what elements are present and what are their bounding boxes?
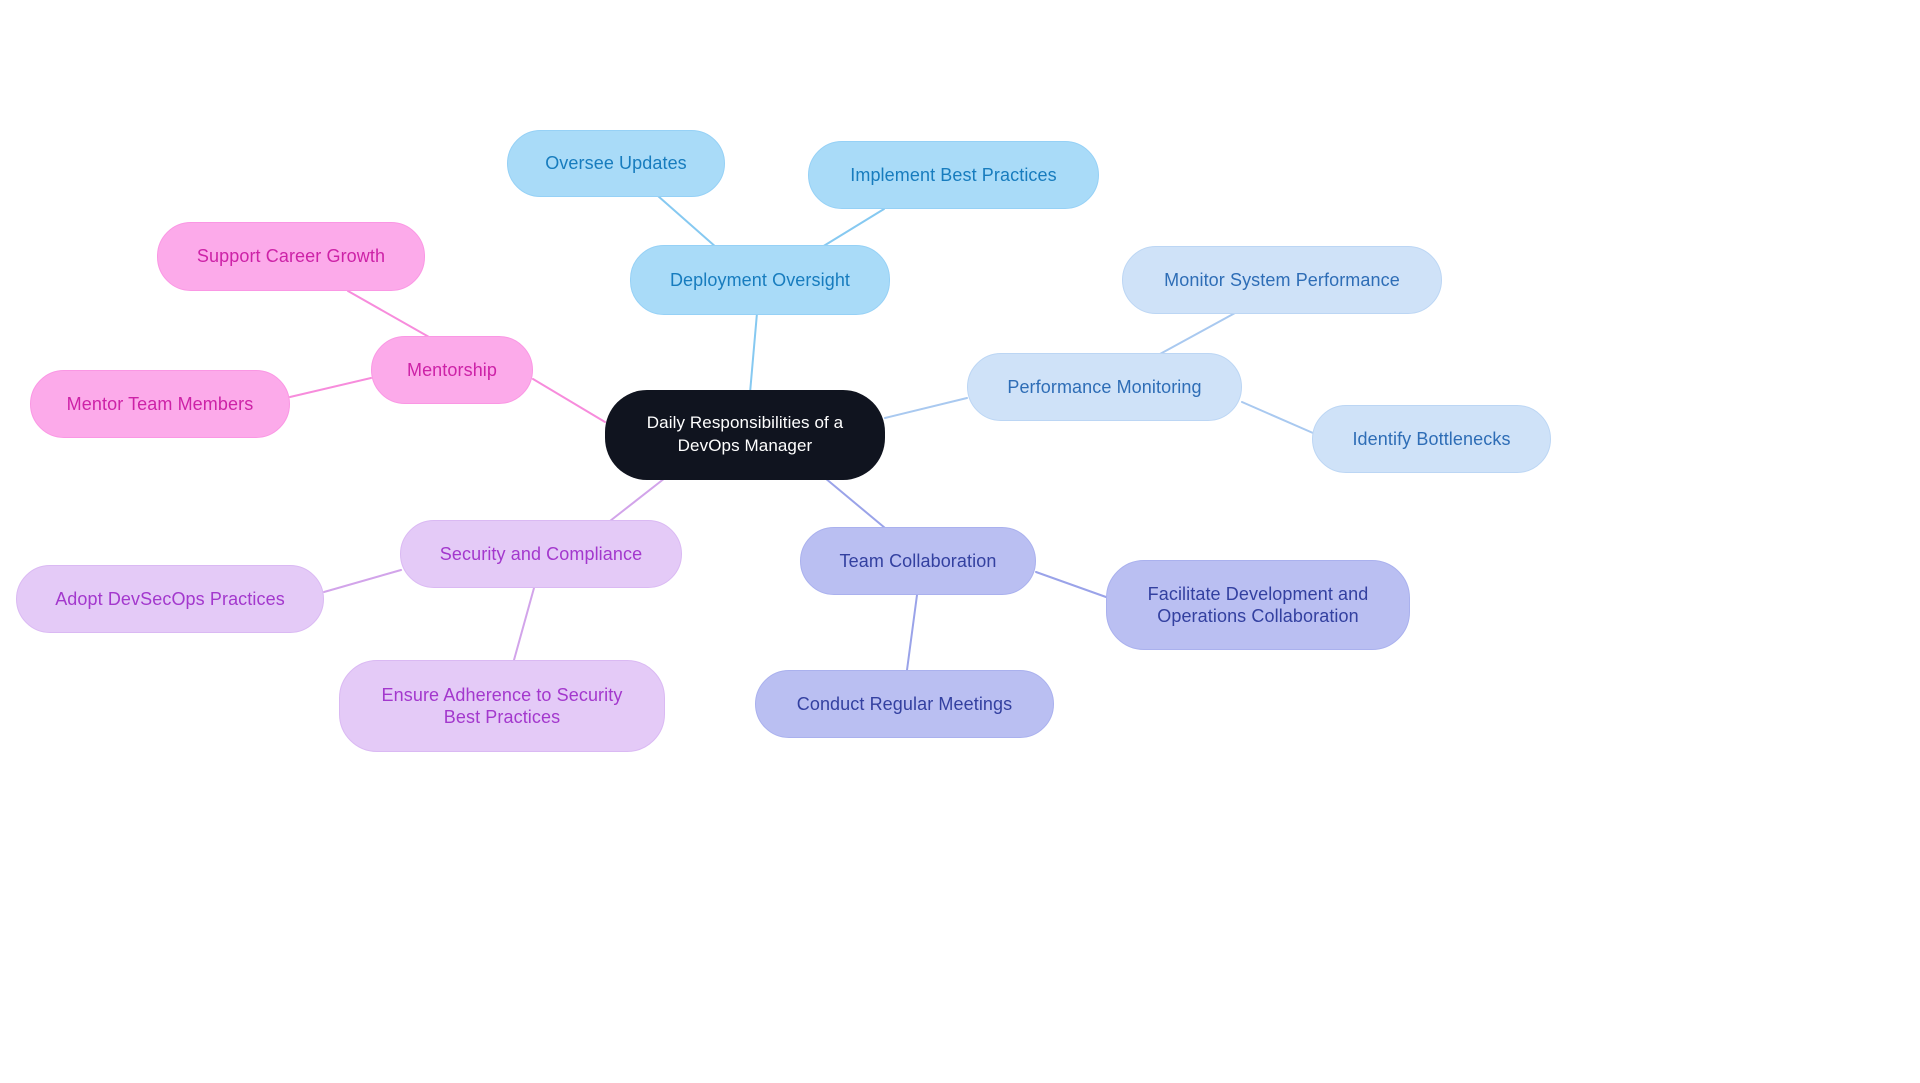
node-team-collaboration[interactable]: Team Collaboration xyxy=(800,527,1036,595)
node-mentor-team-members[interactable]: Mentor Team Members xyxy=(30,370,290,438)
node-label: Oversee Updates xyxy=(545,153,687,174)
edge-center-mentorship xyxy=(532,378,606,423)
edge-center-security-compliance xyxy=(609,477,666,522)
node-deployment-oversight[interactable]: Deployment Oversight xyxy=(630,245,890,315)
node-label: Support Career Growth xyxy=(196,246,386,267)
node-label: Performance Monitoring xyxy=(1007,376,1202,397)
node-adopt-devsecops-practices[interactable]: Adopt DevSecOps Practices xyxy=(16,565,324,633)
node-central-label: Daily Responsibilities of a DevOps Manag… xyxy=(646,413,844,455)
edge-mentorship-support-career xyxy=(347,290,430,338)
node-label: Adopt DevSecOps Practices xyxy=(55,588,285,609)
node-security-and-compliance[interactable]: Security and Compliance xyxy=(400,520,682,588)
node-label: Identify Bottlenecks xyxy=(1352,428,1511,449)
node-monitor-system-performance[interactable]: Monitor System Performance xyxy=(1122,246,1442,314)
edge-performance-identify-bottlenecks xyxy=(1241,401,1314,434)
node-label: Mentorship xyxy=(406,359,498,380)
node-label: Implement Best Practices xyxy=(850,164,1057,185)
edge-security-adopt-devsecops xyxy=(323,569,402,593)
edge-deployment-implement-best xyxy=(821,208,885,248)
edge-center-performance-monitoring xyxy=(884,397,968,419)
node-mentorship[interactable]: Mentorship xyxy=(371,336,533,404)
node-label: Ensure Adherence to Security Best Practi… xyxy=(381,684,623,728)
edge-team-facilitate-collaboration xyxy=(1035,571,1107,598)
edge-performance-monitor-system xyxy=(1159,312,1236,355)
edge-mentorship-mentor-members xyxy=(289,377,372,398)
node-label: Mentor Team Members xyxy=(66,393,254,414)
node-label: Facilitate Development and Operations Co… xyxy=(1147,583,1369,627)
node-identify-bottlenecks[interactable]: Identify Bottlenecks xyxy=(1312,405,1551,473)
node-label: Monitor System Performance xyxy=(1164,269,1400,290)
edge-team-conduct-meetings xyxy=(906,594,918,671)
edge-deployment-oversee-updates xyxy=(657,195,718,249)
node-central[interactable]: Daily Responsibilities of a DevOps Manag… xyxy=(605,390,885,480)
node-label: Security and Compliance xyxy=(439,543,643,564)
node-support-career-growth[interactable]: Support Career Growth xyxy=(157,222,425,291)
node-performance-monitoring[interactable]: Performance Monitoring xyxy=(967,353,1242,421)
edge-center-deployment-oversight xyxy=(749,312,758,394)
node-label: Conduct Regular Meetings xyxy=(796,693,1013,714)
node-implement-best-practices[interactable]: Implement Best Practices xyxy=(808,141,1099,209)
node-oversee-updates[interactable]: Oversee Updates xyxy=(507,130,725,197)
node-facilitate-collaboration[interactable]: Facilitate Development and Operations Co… xyxy=(1106,560,1410,650)
node-conduct-regular-meetings[interactable]: Conduct Regular Meetings xyxy=(755,670,1054,738)
edge-security-ensure-adherence xyxy=(513,587,535,661)
node-label: Deployment Oversight xyxy=(669,269,851,290)
node-label: Team Collaboration xyxy=(839,550,997,571)
node-ensure-adherence-security[interactable]: Ensure Adherence to Security Best Practi… xyxy=(339,660,665,752)
edge-center-team-collaboration xyxy=(824,477,886,529)
